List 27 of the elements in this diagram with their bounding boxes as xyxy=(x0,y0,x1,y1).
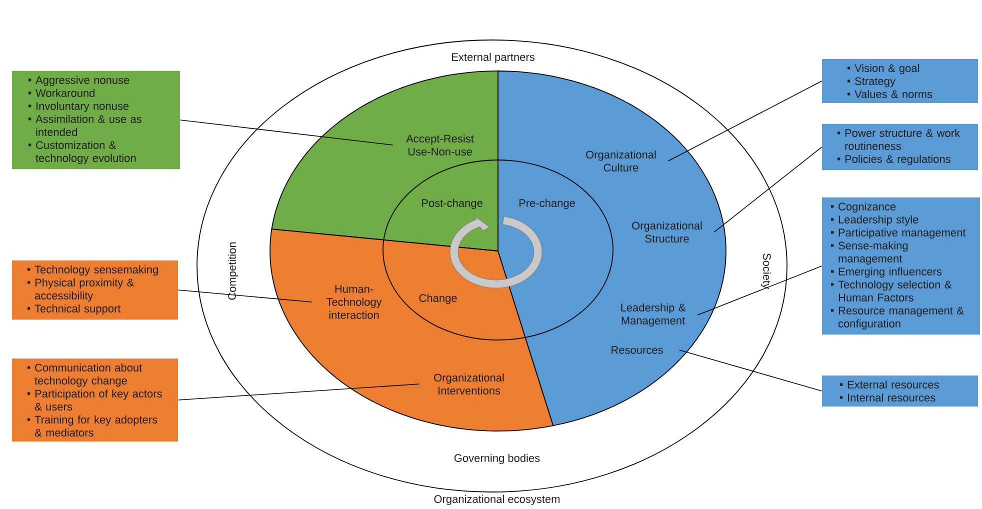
sector-label: Accept-Resist Use-Non-use xyxy=(406,134,474,156)
region-label: External partners xyxy=(452,52,534,64)
sector-label: Organizational Culture xyxy=(586,150,656,172)
leader-line xyxy=(180,120,394,146)
leader-line xyxy=(697,266,822,316)
region-label: Pre-change xyxy=(519,198,575,210)
region-label: Organizational ecosystem xyxy=(434,494,560,506)
bullet-list-box: Technology sensemaking Physical proximity & accessibility Technical support xyxy=(12,260,178,320)
bullet-list-box: Cognizance Leadership style Participative management Sense-making management Emerging influencers Technology selection & Human Factors Resource management & configuration xyxy=(822,197,980,335)
leader-line xyxy=(178,384,420,400)
sector-label: Resources xyxy=(612,346,663,354)
sector-label: Organizational Structure xyxy=(632,221,702,243)
bullet-list-box: Communication about technology change Participation of key actors & users Training for key adopters & mediators xyxy=(12,358,178,442)
sector-label: Organizational Interventions xyxy=(434,373,504,395)
leader-line xyxy=(668,80,822,162)
region-label: Post-change xyxy=(422,198,482,210)
bullet-list-box: Aggressive nonuse Workaround Involuntary nonuse Assimilation & use as intended Customization & technology evolution xyxy=(12,70,180,170)
region-label: Governing bodies xyxy=(454,454,540,464)
region-label: Competition xyxy=(228,242,238,300)
bullet-list-box: External resources Internal resources xyxy=(822,375,978,407)
bullet-list-box: Vision & goal Strategy Values & norms xyxy=(822,58,978,104)
bullet-list-box: Power structure & work routineness Policies & regulations xyxy=(822,124,978,170)
sector-label: Human- Technology interaction xyxy=(326,285,382,319)
leader-line xyxy=(178,290,312,302)
sector-label: Leadership & Management xyxy=(621,303,686,327)
region-label: Change xyxy=(419,294,457,304)
region-label: Society xyxy=(760,253,772,289)
